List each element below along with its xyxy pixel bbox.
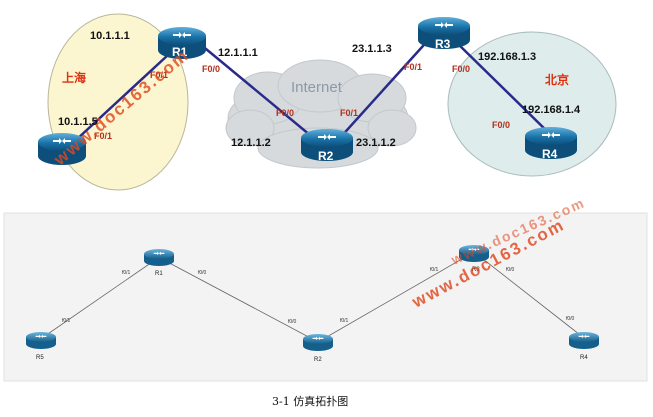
- sim-port-r2-b: f0/1: [340, 318, 349, 324]
- port-r1-f01: F0/1: [150, 70, 168, 80]
- sim-r2-name: R2: [314, 357, 322, 363]
- r1-name: R1: [172, 45, 188, 59]
- beijing-label: 北京: [545, 72, 569, 87]
- sim-port-r1-a: f0/1: [122, 270, 131, 276]
- figure-caption: 3-1 仿真拓扑图: [272, 394, 348, 408]
- ip-r5: 10.1.1.5: [58, 116, 98, 128]
- r2-name: R2: [318, 149, 334, 163]
- port-r5-f01: F0/1: [94, 131, 112, 141]
- internet-label: Internet: [291, 79, 343, 96]
- link-r1-r2: [199, 43, 317, 141]
- port-r1-f00: F0/0: [202, 64, 220, 74]
- router-r3[interactable]: R3: [418, 17, 470, 51]
- sim-link-r5-r1: [41, 257, 159, 339]
- port-r3-f01: F0/1: [404, 62, 422, 72]
- sim-r5-name: R5: [36, 355, 44, 361]
- ip-r2-left: 12.1.1.2: [231, 137, 271, 149]
- sim-link-r1-r2: [159, 257, 319, 343]
- sim-port-r4: f0/0: [566, 316, 575, 322]
- link-r3-r4: [455, 41, 553, 137]
- sim-r1-name: R1: [155, 271, 163, 277]
- link-r2-r3: [337, 35, 433, 141]
- sim-r4-name: R4: [580, 355, 588, 361]
- router-r1[interactable]: R1: [158, 27, 206, 59]
- r4-name: R4: [542, 147, 558, 161]
- ip-r1-left: 10.1.1.1: [90, 30, 130, 42]
- sim-link-r3-r4: [473, 251, 585, 339]
- sim-router-r1[interactable]: [144, 249, 174, 266]
- router-r2[interactable]: R2: [301, 129, 353, 163]
- sim-router-r3[interactable]: [459, 245, 489, 262]
- router-r4[interactable]: R4: [525, 127, 577, 161]
- port-r3-f00: F0/0: [452, 64, 470, 74]
- simulation-panel: R1 R5 R2 R3 R4 f0/1 f0/1 f0/0 f0/0 f0/1 …: [3, 212, 648, 382]
- sim-link-r2-r3: [317, 251, 475, 343]
- sim-port-r3-a: f0/1: [430, 267, 439, 273]
- router-r5[interactable]: [38, 133, 86, 165]
- port-r4-f00: F0/0: [492, 120, 510, 130]
- sim-r3-name: R3: [472, 267, 480, 273]
- shanghai-label: 上海: [62, 70, 86, 85]
- sim-router-r2[interactable]: [303, 334, 333, 351]
- sim-router-r4[interactable]: [569, 332, 599, 349]
- r3-name: R3: [435, 37, 451, 51]
- port-r2-f01: F0/1: [340, 108, 358, 118]
- sim-port-r5: f0/1: [62, 318, 71, 324]
- top-diagram: Internet R1 R2: [38, 13, 617, 191]
- ip-r2-right: 23.1.1.2: [356, 137, 396, 149]
- sim-port-r2-a: f0/0: [288, 319, 297, 325]
- ip-r4: 192.168.1.4: [522, 104, 581, 116]
- port-r2-f00: F0/0: [276, 108, 294, 118]
- ip-r3-right: 192.168.1.3: [478, 51, 536, 63]
- link-r5-r1: [75, 54, 169, 141]
- sim-port-r3-b: f0/0: [506, 267, 515, 273]
- internet-cloud: [225, 59, 417, 169]
- ip-r3-left: 23.1.1.3: [352, 43, 392, 55]
- sim-router-r5[interactable]: [26, 332, 56, 349]
- sim-port-r1-b: f0/0: [198, 270, 207, 276]
- ip-r1-right: 12.1.1.1: [218, 47, 258, 59]
